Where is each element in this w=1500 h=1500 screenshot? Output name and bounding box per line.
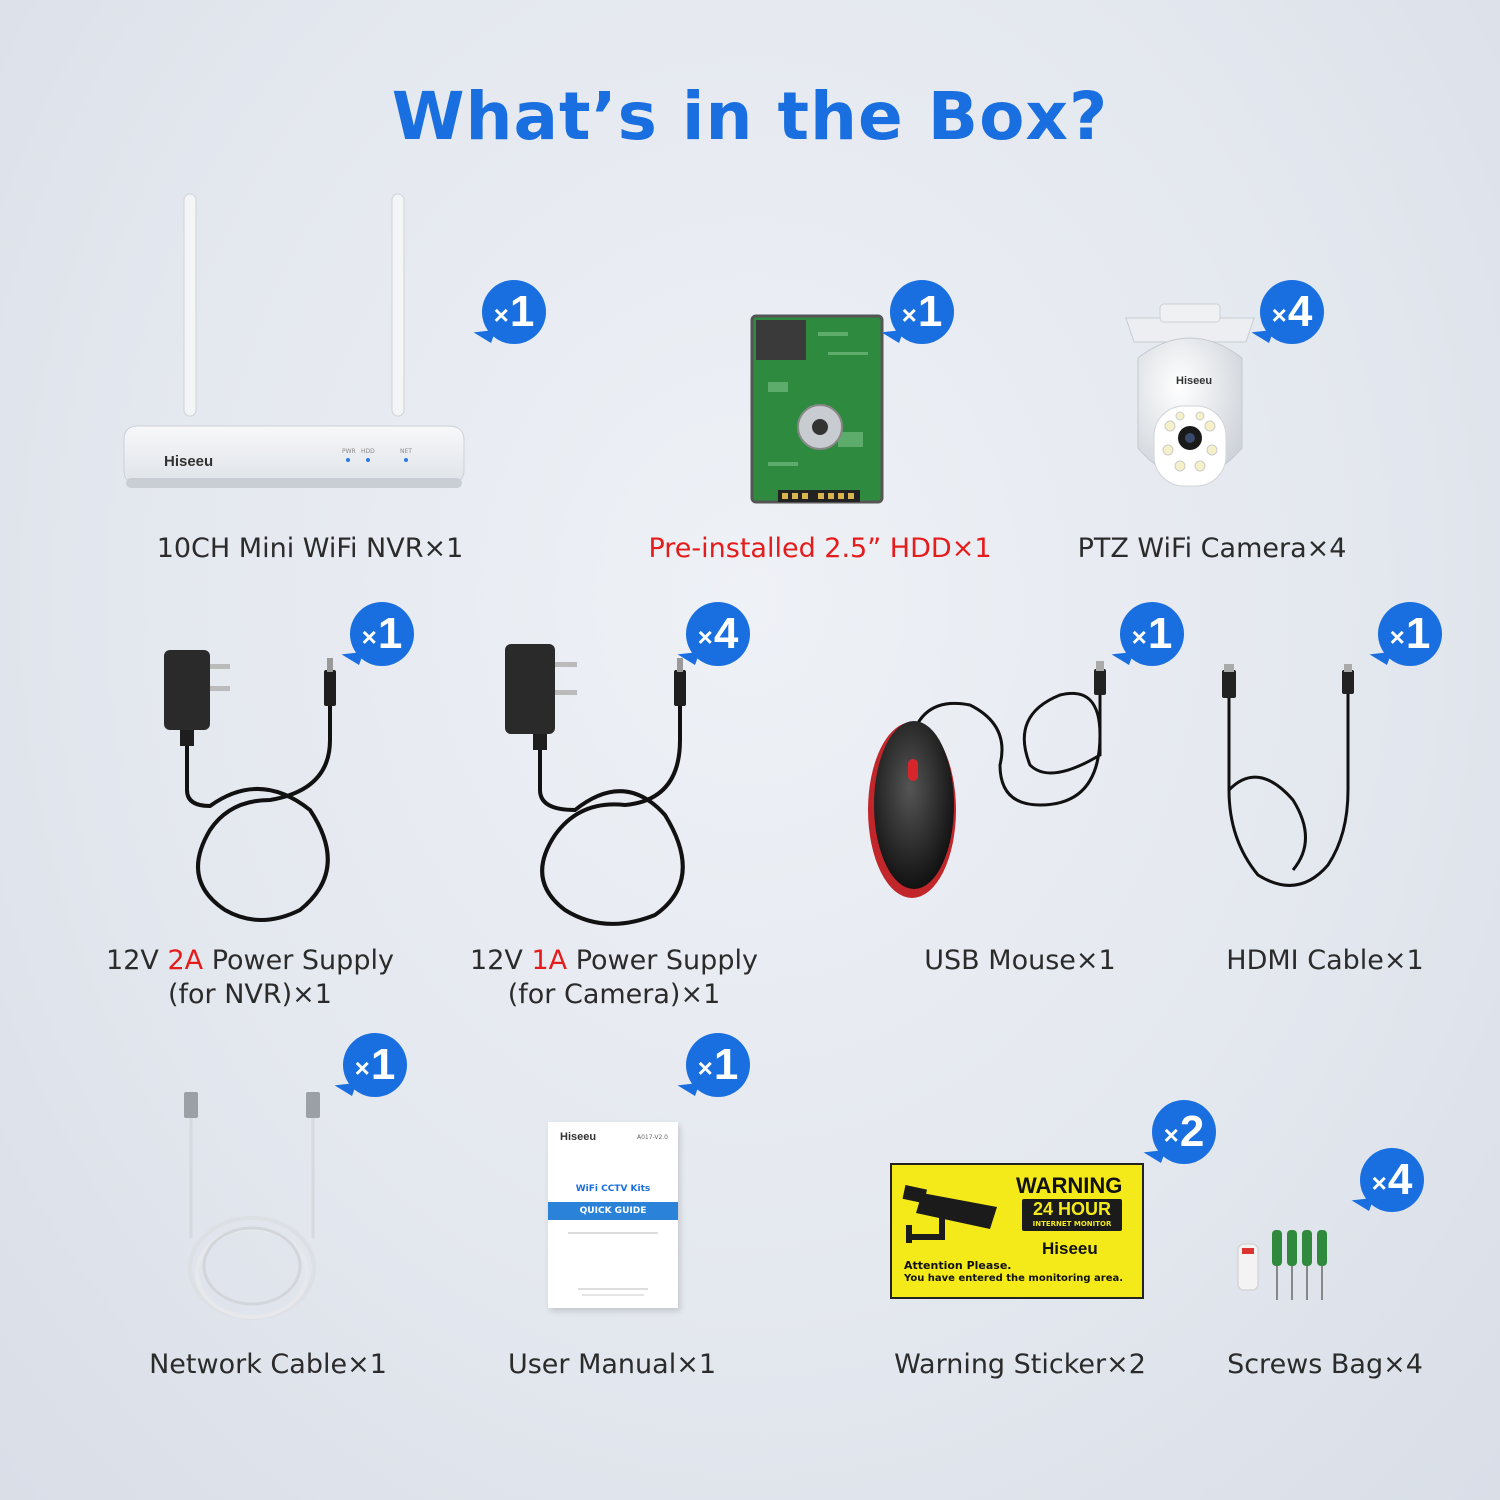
- user-manual-image: Hiseeu A017-V2.0 WiFi CCTV Kits QUICK GU…: [548, 1122, 678, 1308]
- sticker-hours-text: 24 HOUR: [1032, 1199, 1112, 1219]
- sticker-quantity-badge: ×2: [1152, 1100, 1216, 1164]
- hdmi-cable-image: [1222, 664, 1354, 887]
- manual-quick-guide-bar: QUICK GUIDE: [548, 1202, 678, 1220]
- nvr-image: Hiseeu PWR HDD NET: [123, 193, 465, 488]
- nvr-quantity-badge: ×1: [482, 280, 546, 344]
- sticker-hours-box: 24 HOUR INTERNET MONITOR: [1022, 1199, 1122, 1231]
- network-cable-image: [184, 1092, 320, 1320]
- warning-sticker-image: WARNING 24 HOUR INTERNET MONITOR Hiseeu …: [890, 1163, 1144, 1299]
- camera-power-label: 12V 1A Power Supply (for Camera)×1: [470, 945, 758, 1010]
- nvr-led-net: NET: [400, 448, 412, 455]
- hdd-label: Pre-installed 2.5” HDD×1: [648, 533, 992, 564]
- nvr-power-label: 12V 2A Power Supply (for NVR)×1: [106, 945, 394, 1010]
- nvr-led-hdd: HDD: [361, 448, 375, 455]
- manual-quantity-badge: ×1: [686, 1033, 750, 1097]
- hdd-image: [750, 314, 884, 504]
- camera-brand-text: Hiseeu: [1176, 375, 1212, 387]
- nvr-brand-text: Hiseeu: [164, 453, 213, 470]
- sticker-warning-text: WARNING: [1016, 1173, 1123, 1198]
- hdd-quantity-badge: ×1: [890, 280, 954, 344]
- screws-label: Screws Bag×4: [1227, 1349, 1423, 1380]
- ptz-camera-image: Hiseeu: [1125, 303, 1255, 487]
- screws-quantity-badge: ×4: [1360, 1148, 1424, 1212]
- sticker-line1: Attention Please.: [904, 1259, 1012, 1272]
- camera-power-supply-image: [505, 644, 686, 926]
- camera-power-quantity-badge: ×4: [686, 602, 750, 666]
- mouse-quantity-badge: ×1: [1120, 602, 1184, 666]
- nvr-power-supply-image: [164, 650, 336, 922]
- sticker-brand-text: Hiseeu: [1042, 1239, 1098, 1258]
- network-cable-quantity-badge: ×1: [343, 1033, 407, 1097]
- manual-code: A017-V2.0: [636, 1134, 668, 1141]
- hdmi-label: HDMI Cable×1: [1226, 945, 1424, 976]
- screws-bag-image: [1237, 1230, 1327, 1300]
- sticker-monitor-text: INTERNET MONITOR: [1032, 1220, 1112, 1228]
- page-title: What’s in the Box?: [391, 78, 1109, 155]
- manual-label: User Manual×1: [507, 1349, 717, 1380]
- manual-brand-text: Hiseeu: [560, 1131, 597, 1143]
- sticker-label: Warning Sticker×2: [894, 1349, 1146, 1380]
- camera-icon: [902, 1185, 997, 1243]
- mouse-label: USB Mouse×1: [924, 945, 1116, 976]
- network-cable-label: Network Cable×1: [149, 1349, 387, 1380]
- camera-label: PTZ WiFi Camera×4: [1077, 533, 1347, 564]
- hdmi-quantity-badge: ×1: [1378, 602, 1442, 666]
- camera-quantity-badge: ×4: [1260, 280, 1324, 344]
- manual-heading: WiFi CCTV Kits: [575, 1184, 651, 1194]
- sticker-line2: You have entered the monitoring area.: [904, 1273, 1124, 1284]
- nvr-label: 10CH Mini WiFi NVR×1: [156, 533, 464, 564]
- nvr-power-quantity-badge: ×1: [350, 602, 414, 666]
- usb-mouse-image: [868, 661, 1106, 898]
- nvr-led-pwr: PWR: [342, 448, 356, 455]
